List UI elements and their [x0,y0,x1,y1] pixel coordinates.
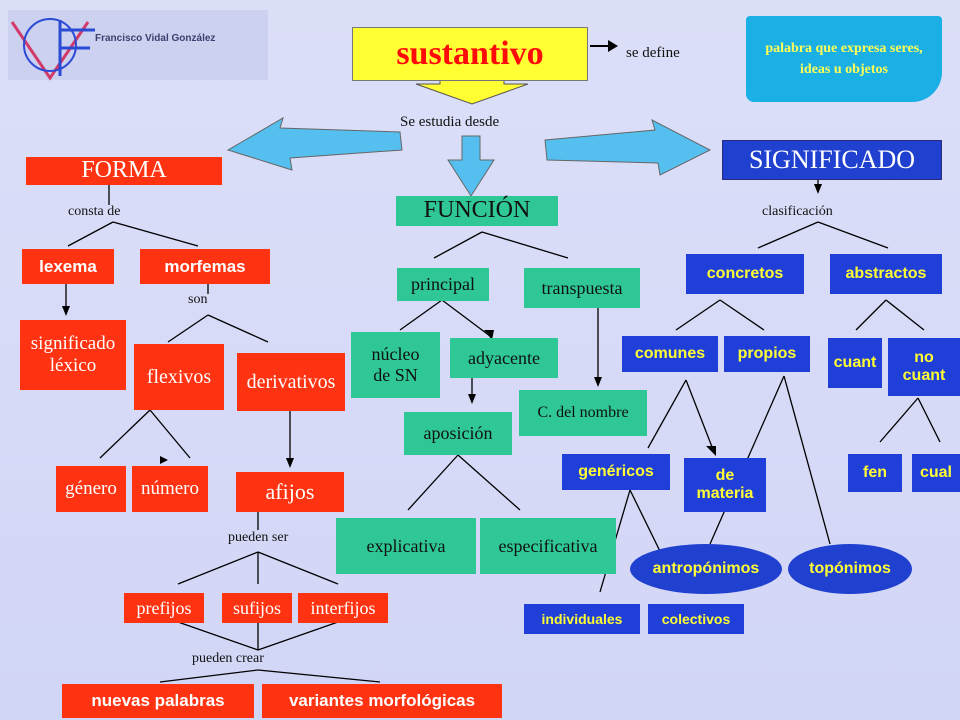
node-sustantivo: sustantivo [352,27,588,81]
node-morfemas: morfemas [140,249,270,284]
node-principal: principal [397,268,489,301]
node-propios: propios [724,336,810,372]
node-cuant: cuant [828,338,882,388]
node-genericos: genéricos [562,454,670,490]
node-significado: SIGNIFICADO [722,140,942,180]
node-forma: FORMA [26,157,222,185]
node-variantes-morfologicas: variantes morfológicas [262,684,502,718]
label-consta-de: consta de [68,204,121,219]
node-transpuesta: transpuesta [524,268,640,308]
logo-text: Francisco Vidal González [95,33,216,44]
node-abstractos: abstractos [830,254,942,294]
node-adyacente: adyacente [450,338,558,378]
arrow-down-main [415,77,529,105]
node-antroponimos: antropónimos [630,544,782,594]
node-aposicion: aposición [404,412,512,455]
node-toponimos: topónimos [788,544,912,594]
node-individuales: individuales [524,604,640,634]
label-se-estudia-desde: Se estudia desde [400,114,500,130]
node-significado-lexico: significado léxico [20,320,126,390]
node-explicativa: explicativa [336,518,476,574]
definition-banner: palabra que expresa seres, ideas u objet… [746,16,942,102]
node-no-cuant: no cuant [888,338,960,396]
node-colectivos: colectivos [648,604,744,634]
node-prefijos: prefijos [124,593,204,623]
logo-mark [8,10,268,81]
node-derivativos: derivativos [237,353,345,411]
arrow-to-forma [226,116,403,171]
label-pueden-ser: pueden ser [228,530,289,545]
node-sufijos: sufijos [222,593,292,623]
label-pueden-crear: pueden crear [192,651,264,666]
node-interfijos: interfijos [298,593,388,623]
node-nuevas-palabras: nuevas palabras [62,684,254,718]
node-numero: número [132,466,208,512]
label-se-define: se define [626,45,680,61]
arrow-to-funcion [447,135,495,197]
node-cual: cual [912,454,960,492]
node-c-del-nombre: C. del nombre [519,390,647,436]
node-nucleo-sn: núcleo de SN [351,332,440,398]
node-genero: género [56,466,126,512]
node-fen: fen [848,454,902,492]
node-de-materia: de materia [684,458,766,512]
label-son: son [188,292,208,307]
node-concretos: concretos [686,254,804,294]
arrow-se-define [590,40,618,52]
node-funcion: FUNCIÓN [396,196,558,226]
node-lexema: lexema [22,249,114,284]
node-flexivos: flexivos [134,344,224,410]
label-clasificacion: clasificación [762,204,833,219]
node-afijos: afijos [236,472,344,512]
arrow-to-significado [544,119,712,176]
node-especificativa: especificativa [480,518,616,574]
node-comunes: comunes [622,336,718,372]
